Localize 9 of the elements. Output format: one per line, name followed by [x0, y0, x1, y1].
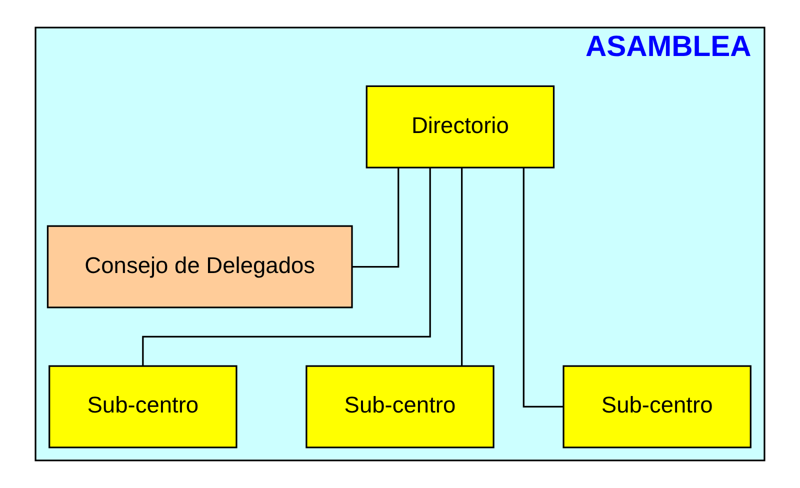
connector	[352, 168, 400, 268]
connector	[522, 168, 563, 408]
node-box: Directorio	[366, 85, 555, 168]
node-box: Consejo de Delegados	[46, 225, 353, 308]
connector	[461, 168, 463, 366]
node-box: Sub-centro	[562, 365, 752, 448]
connector	[142, 168, 431, 366]
node-box: Sub-centro	[306, 365, 494, 448]
node-box: Sub-centro	[48, 365, 238, 448]
